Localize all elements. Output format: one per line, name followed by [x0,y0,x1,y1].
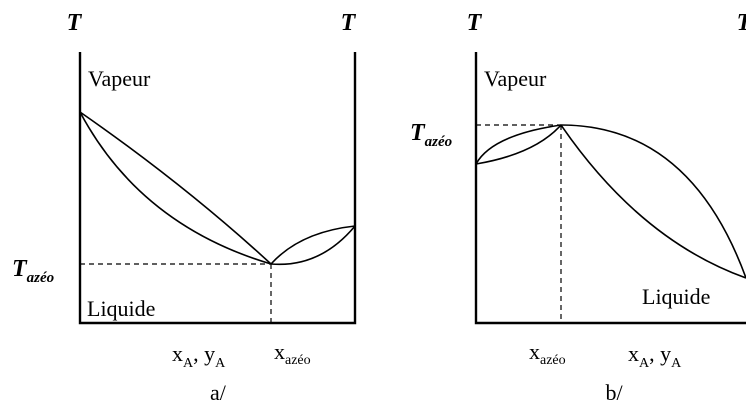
panel-a-dew-curve-right [270,225,356,265]
panel-b-left-axis-label: T [467,10,483,36]
panel-a-dew-curve-left [79,111,272,265]
panel-b-dew-curve-right [560,124,746,279]
panel-a-bubble-curve-left [79,111,272,265]
panel-a-bubble-curve-right [270,225,356,266]
panel-b-caption: b/ [605,380,623,405]
panel-b-bubble-curve-left [475,124,562,165]
panel-a: T T Vapeur Liquide Tazéo xA, yA xazéo a/ [12,10,357,405]
panel-b-vapour-label: Vapeur [484,66,547,91]
panel-b-dew-curve-left [475,124,562,165]
panel-b-t-azeo-label: Tazéo [410,120,452,150]
panel-a-left-axis-label: T [67,10,83,36]
panel-a-axes [78,52,357,325]
panel-a-caption: a/ [210,380,227,405]
panel-b-bubble-curve-right [560,124,746,279]
panel-b-x-axis-label: xA, yA [628,341,682,371]
panel-b-liquid-label: Liquide [642,284,710,309]
panel-a-x-axis-label: xA, yA [172,341,226,371]
panel-a-t-azeo-label: Tazéo [12,256,54,286]
panel-a-x-azeo-label: xazéo [274,339,311,368]
panel-b: T T Vapeur Liquide Tazéo xazéo xA, yA b/ [410,10,746,405]
panel-a-vapour-label: Vapeur [88,66,151,91]
panel-b-right-axis-label: T [737,10,746,36]
panel-a-liquid-label: Liquide [87,296,155,321]
panel-a-right-axis-label: T [341,10,357,36]
panel-b-axes [474,52,746,325]
panel-b-x-azeo-label: xazéo [529,339,566,368]
